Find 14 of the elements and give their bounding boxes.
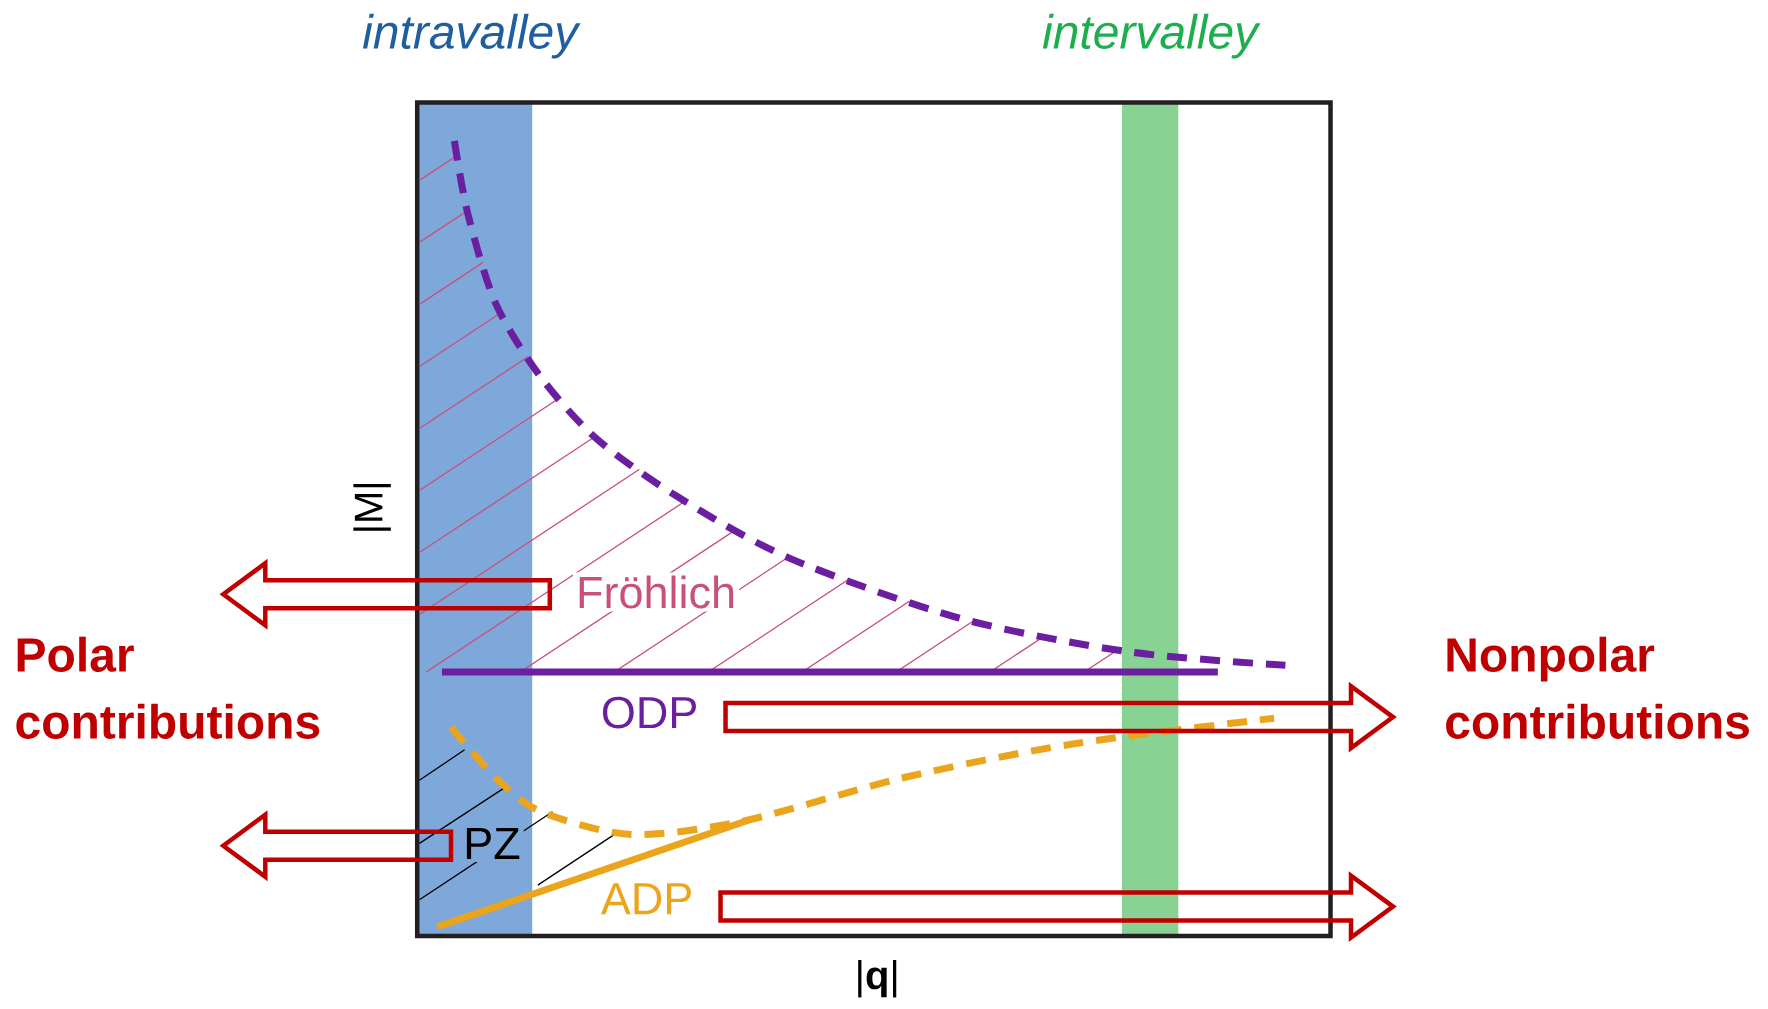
hollow-arrow — [219, 810, 454, 882]
category-label: Nonpolar contributions — [1446, 636, 1749, 739]
curve-label: ADP — [600, 883, 691, 915]
curve-label: Fröhlich — [573, 572, 740, 612]
hollow-arrow — [219, 558, 553, 630]
region-label: intervalley — [1042, 13, 1261, 59]
hollow-arrow — [718, 871, 1397, 943]
category-label: Polar contributions — [16, 636, 320, 739]
curve-label: PZ — [460, 824, 524, 862]
region-label: intravalley — [362, 13, 581, 59]
axis-label: |M| — [353, 483, 391, 531]
curve-label: ODP — [602, 696, 696, 729]
axis-label: |q| — [858, 959, 897, 998]
hollow-arrow — [723, 681, 1397, 753]
